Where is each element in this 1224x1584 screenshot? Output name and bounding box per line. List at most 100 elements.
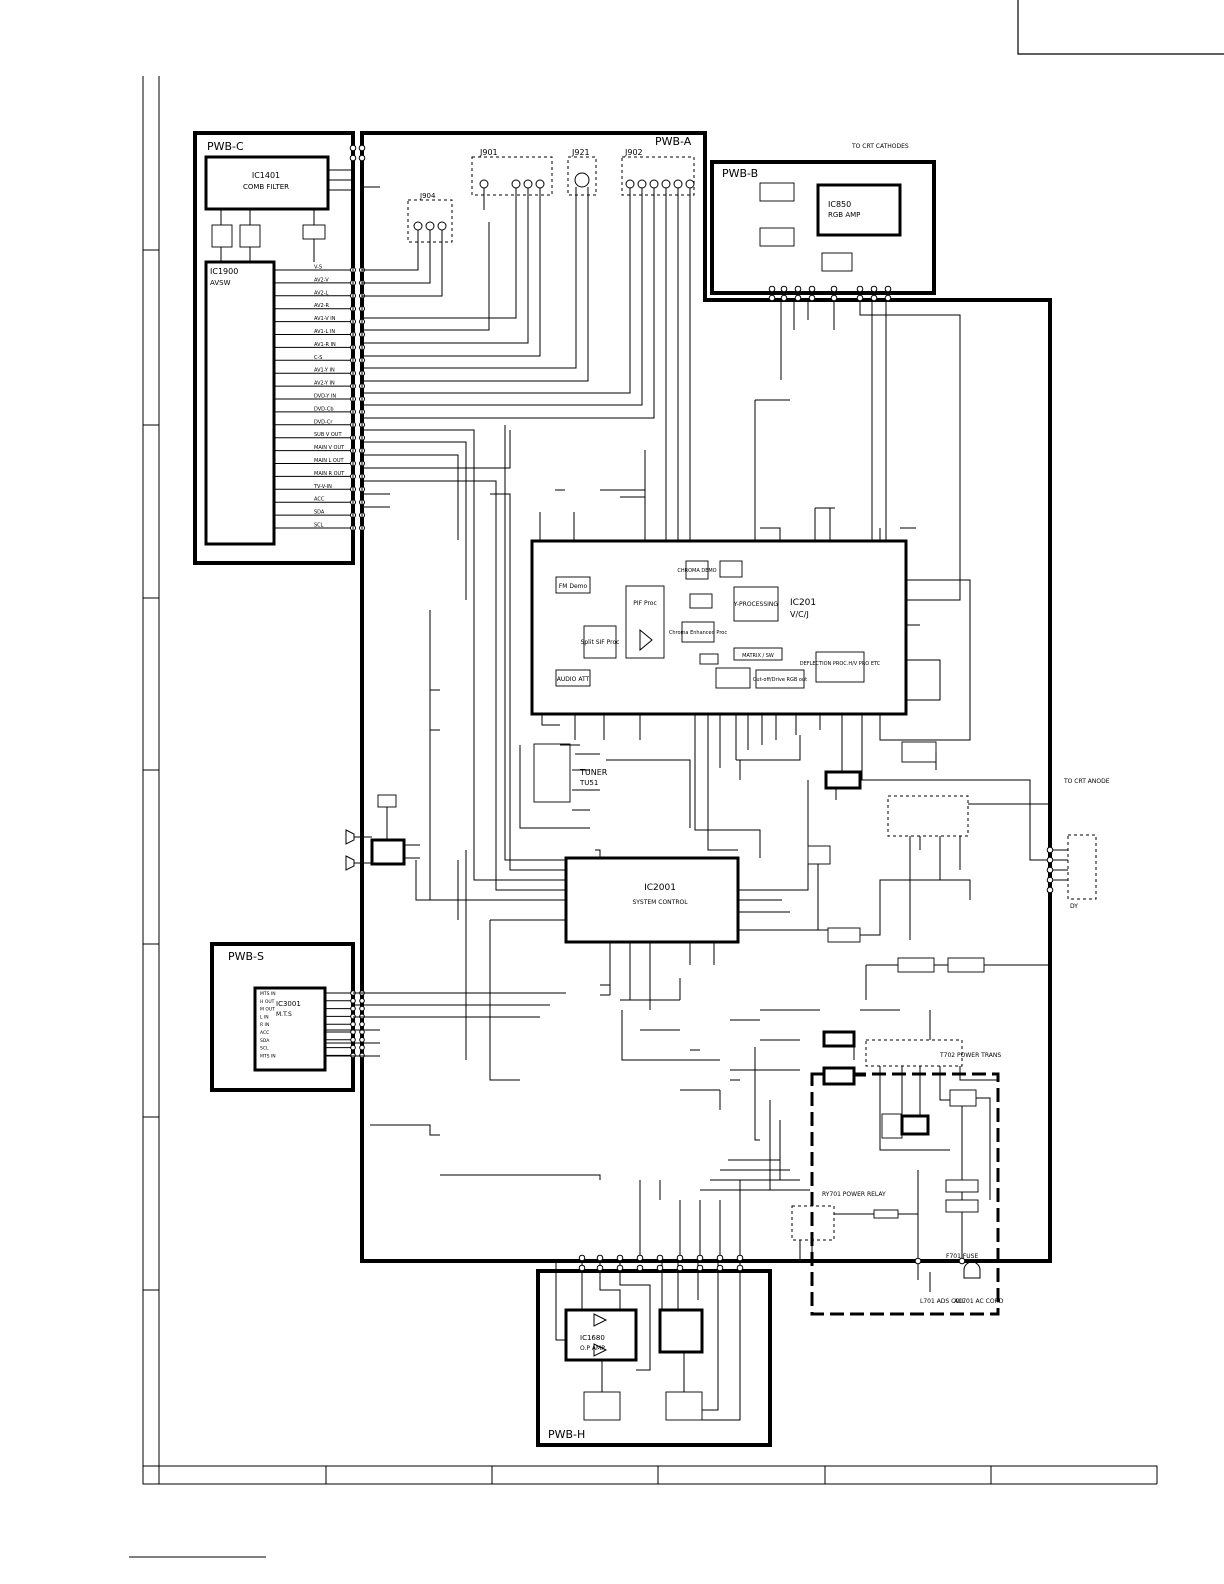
connector-pin [359, 998, 365, 1004]
mts-pin-label: H OUT [260, 999, 275, 1005]
avsw-pin-label: AV2-L [314, 290, 329, 296]
avsw-pin-label: MAIN R OUT [314, 471, 345, 477]
crt-anode-label: TO CRT ANODE [1063, 778, 1110, 785]
wiring [220, 140, 1068, 1421]
connector-pin [696, 1254, 704, 1262]
connector-pin [830, 294, 838, 302]
power-section-outline [810, 1072, 1000, 1316]
avsw-pin-label: MAIN V OUT [314, 445, 345, 451]
fm-demo-label: FM Demo [559, 583, 588, 590]
connector-pin [358, 154, 366, 162]
ic2001-block: IC2001 SYSTEM CONTROL [564, 856, 740, 944]
connector-dots [349, 144, 1054, 1272]
connector-pin [350, 1005, 356, 1012]
pwb-c-label: PWB-C [207, 140, 244, 153]
connector-pin [1046, 846, 1054, 854]
connector-pin [794, 294, 802, 302]
connector-pin [1046, 866, 1054, 874]
power-deflection-boxes: RY701 POWER RELAY T702 POWER TRANS F701 … [791, 741, 1110, 1305]
connector-pin [808, 285, 816, 293]
ic1900-name: IC1900 [210, 267, 238, 276]
connector-pin [1046, 886, 1054, 894]
connector-pin [350, 1037, 356, 1043]
ic3001-block: IC3001 M.T.S [253, 986, 327, 1072]
connector-pin [780, 285, 788, 293]
connector-pin [696, 1264, 704, 1272]
crt-cathodes-label: TO CRT CATHODES [851, 143, 909, 150]
j902-label: J902 [624, 148, 643, 157]
connector-pin [359, 1013, 365, 1020]
avsw-pin-label: AV1-R IN [314, 342, 336, 348]
connector-pin [768, 285, 776, 293]
audio-out-block [345, 794, 406, 871]
ic1401-block: IC1401 COMB FILTER [204, 155, 330, 248]
ic1401-desc: COMB FILTER [243, 183, 289, 191]
connector-pin [616, 1264, 624, 1272]
ads-coil-label: L701 ADS COIL [920, 1298, 966, 1305]
avsw-pin-label: AV2-Y IN [314, 381, 335, 387]
connector-pin [596, 1254, 604, 1262]
avsw-pin-label: TV-V-IN [313, 484, 332, 490]
connector-pin [359, 1052, 365, 1059]
ic850-block: IC850 RGB AMP TO CRT CATHODES [759, 143, 909, 272]
connector-pin [808, 294, 816, 302]
avsw-pin-label: AV1-Y IN [314, 368, 335, 374]
pwb-a-outline [360, 131, 1052, 1263]
deflection-label: DEFLECTION PROC.H/V PRO ETC [800, 661, 881, 667]
connector-pin [870, 294, 878, 302]
connector-pin [349, 154, 357, 162]
connector-pin [736, 1264, 744, 1272]
connector-pin [616, 1254, 624, 1262]
pwb-a-label: PWB-A [655, 135, 692, 148]
ic3001-name: IC3001 [276, 1000, 301, 1008]
connector-pin [350, 1044, 356, 1051]
connector-pin [794, 285, 802, 293]
connector-pin [350, 1013, 356, 1020]
avsw-pin-label: DVD-Cb [314, 406, 334, 412]
connector-pin [856, 294, 864, 302]
connector-pin [359, 1021, 365, 1027]
board-outlines [193, 131, 1052, 1447]
connector-pin [1046, 856, 1054, 864]
split-sif-label: Split SIF Proc [581, 639, 620, 646]
ic1680-name: IC1680 [580, 1334, 605, 1342]
connector-pin [856, 285, 864, 293]
ic1680-desc: O.P AMP [580, 1345, 605, 1352]
mts-pin-label: M OUT [260, 1007, 275, 1013]
avsw-pin-label: ACC [314, 497, 325, 503]
avsw-pin-label: SCL [314, 523, 324, 529]
connector-pin [870, 285, 878, 293]
matrix-sw-label: MATRIX / SW [742, 653, 774, 659]
pwb-h-label: PWB-H [548, 1428, 585, 1441]
j901-label: J901 [479, 148, 498, 157]
connector-pin [768, 294, 776, 302]
connector-pin [676, 1254, 684, 1262]
connector-pin [676, 1264, 684, 1272]
ic1401-name: IC1401 [252, 171, 280, 180]
connector-pin [350, 1021, 356, 1027]
connector-pin [736, 1254, 744, 1262]
ic201-block: IC201 V/C/J FM Demo AUDIO ATT Split SIF … [530, 539, 908, 716]
ic850-desc: RGB AMP [828, 211, 860, 219]
top-jacks: J901 J921 J902 [471, 148, 695, 196]
j921-label: J921 [571, 148, 590, 157]
ic2001-desc: SYSTEM CONTROL [632, 899, 688, 906]
connector-pin [884, 285, 892, 293]
cutoff-drive-label: Cut-off/Drive RGB out [753, 677, 807, 683]
avsw-pin-label: SUB V OUT [314, 432, 342, 438]
avsw-pin-label: MAIN L OUT [314, 458, 345, 464]
ic1900-desc: AVSW [210, 279, 231, 287]
pwb-s-label: PWB-S [228, 950, 264, 963]
j904-label: J904 [419, 192, 436, 200]
connector-pin [359, 1044, 365, 1051]
connector-pin [596, 1264, 604, 1272]
tuner-name: TUNER [579, 768, 608, 777]
avsw-pin-label: C-S [314, 355, 322, 361]
page-frame [129, 0, 1224, 1558]
ac-cord-label: AC701 AC CORD [954, 1298, 1004, 1305]
pwb-b-outline [710, 160, 936, 295]
connector-pin [578, 1264, 586, 1272]
avsw-pin-label: SDA [314, 510, 325, 516]
